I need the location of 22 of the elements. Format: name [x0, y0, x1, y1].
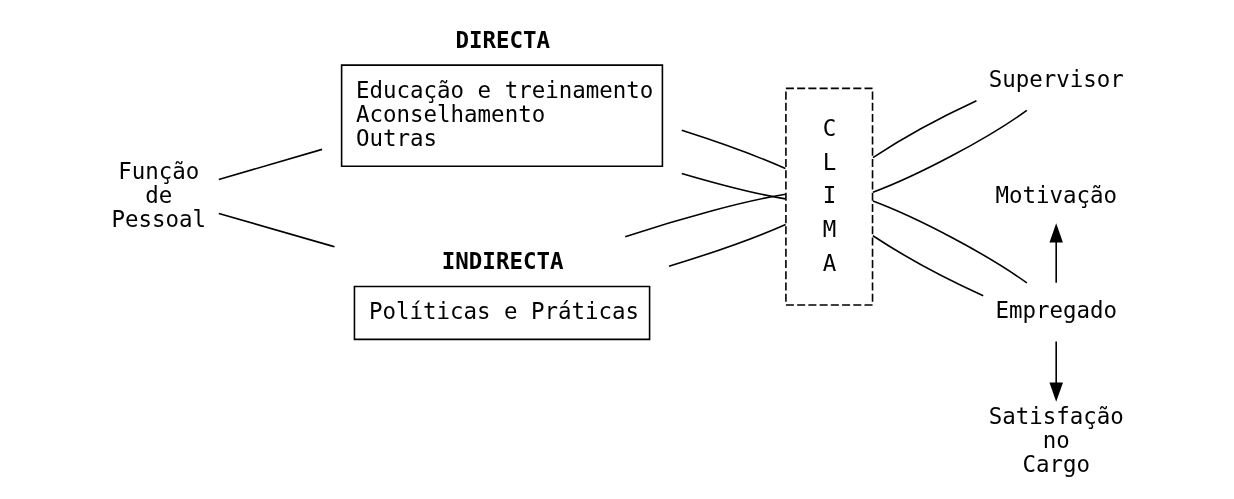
node-text: Motivação: [994, 181, 1117, 208]
connector: [217, 148, 323, 180]
arrow: [1048, 222, 1063, 284]
node-box: CLIMA: [784, 87, 873, 306]
node-text: Supervisor: [988, 65, 1124, 92]
node-text: Empregado: [994, 296, 1117, 323]
connector: [217, 212, 335, 248]
node-box: Educação e treinamento Aconselhamento Outras: [340, 63, 663, 167]
node-label: INDIRECTA: [441, 247, 563, 274]
node-box: Políticas e Práticas: [353, 285, 650, 340]
connector: [667, 223, 786, 267]
connector: [871, 234, 984, 296]
connector: [871, 99, 977, 158]
arrow: [1048, 340, 1063, 402]
connector: [680, 172, 786, 200]
node-label: DIRECTA: [455, 26, 550, 53]
node-text: Satisfação no Cargo: [988, 402, 1124, 477]
connector: [871, 109, 1028, 193]
connector: [871, 199, 1028, 284]
connector: [623, 192, 786, 238]
node-text: Função de Pessoal: [110, 157, 206, 232]
connector: [680, 129, 786, 169]
